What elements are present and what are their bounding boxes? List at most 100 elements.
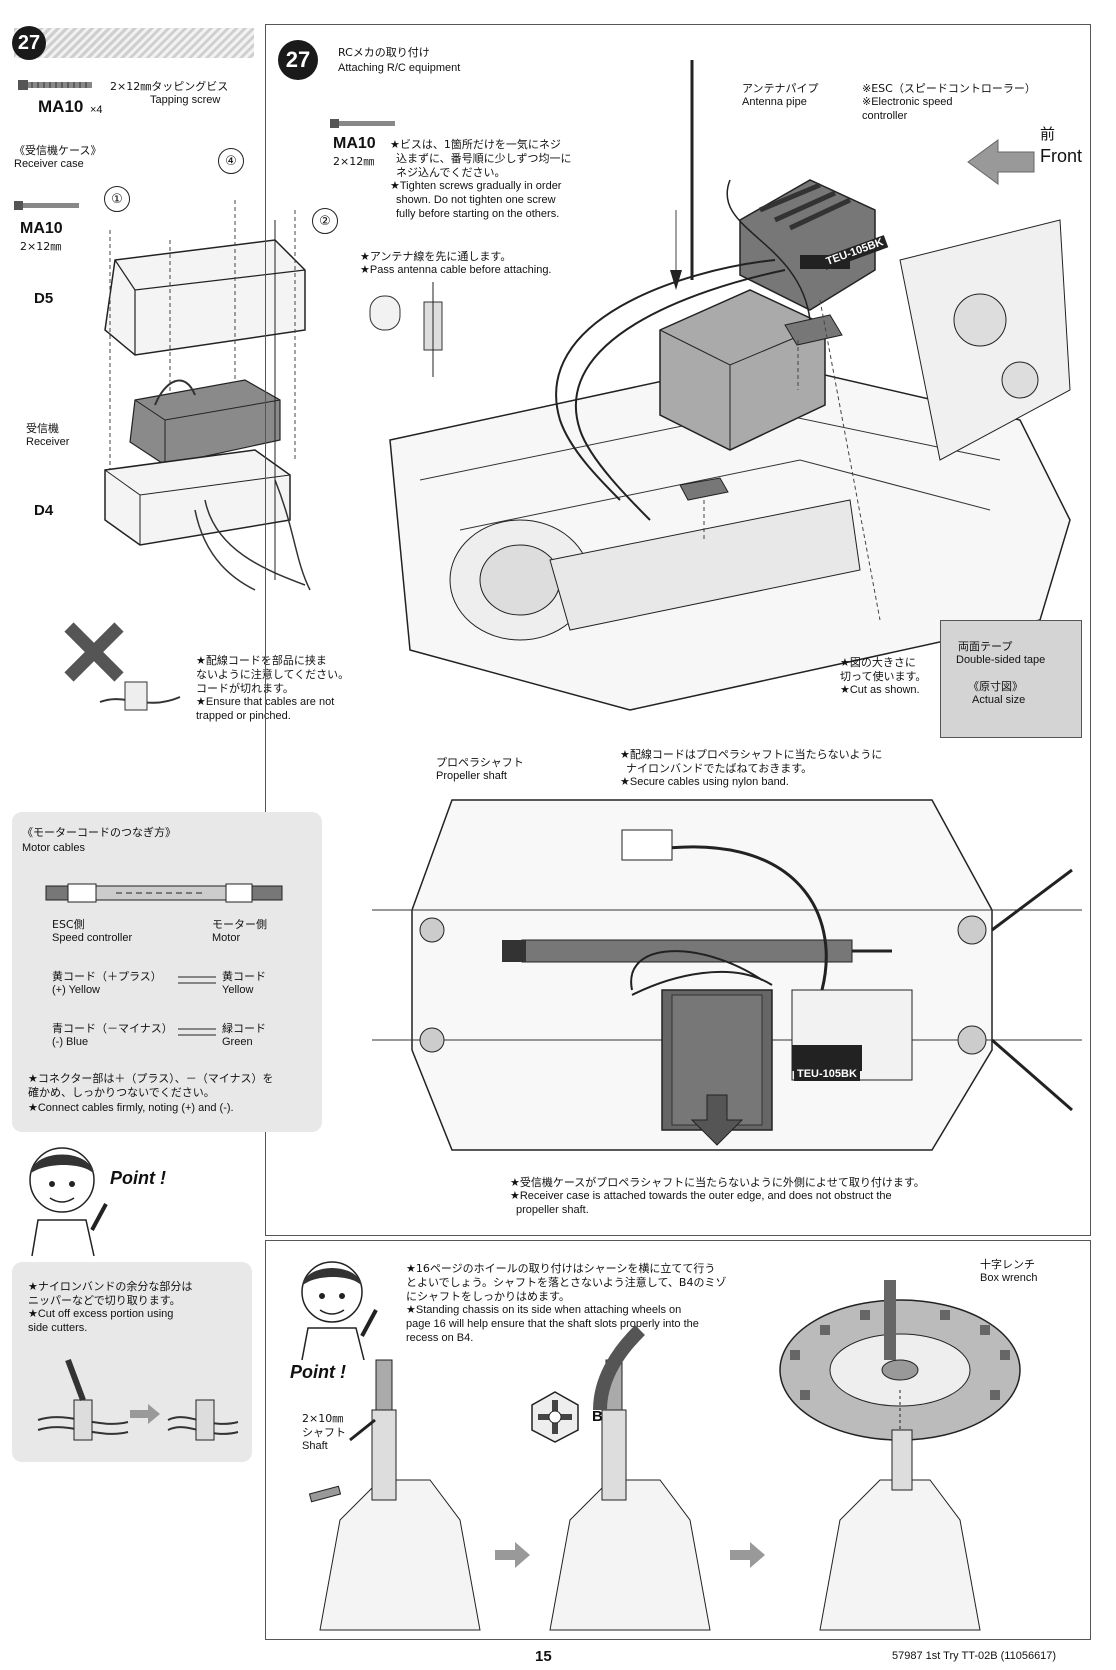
main-step-title-en: Attaching R/C equipment: [338, 62, 461, 74]
order-marker-2: ②: [312, 208, 338, 234]
yellow-plus-jp: 黄コード（＋プラス）: [52, 970, 162, 983]
screw-code-b: MA10: [333, 135, 376, 152]
tighten-note-jp-2: 込まずに、番号順に少しずつ均一に: [396, 152, 572, 165]
motor-note-en: ★Connect cables firmly, noting (+) and (…: [28, 1102, 234, 1114]
point-bottom-note-box: [396, 1256, 788, 1350]
point-label-bottom: Point !: [290, 1362, 346, 1382]
screw-size-a: 2×12㎜: [20, 240, 62, 253]
step-number-badge: 27: [12, 26, 46, 60]
b4-hex-part-icon: [531, 1391, 579, 1443]
cut-note-jp-2: 切って使います。: [840, 670, 927, 683]
step-header-bar: [14, 28, 254, 58]
actual-size-label-jp: 《原寸図》: [968, 680, 1023, 693]
blue-minus-en: (-) Blue: [52, 1036, 89, 1048]
front-direction-arrow-icon: [967, 139, 1035, 185]
tighten-note-en-2: shown. Do not tighten one screw: [396, 194, 556, 206]
no-pinch-cross-icon: [64, 622, 124, 682]
point-bottom-note-en-1: ★Standing chassis on its side when attac…: [406, 1304, 682, 1316]
receiver-label-jp: 受信機: [26, 422, 59, 435]
prop-shaft-label-jp: プロペラシャフト: [436, 756, 524, 769]
point-bottom-frame: [265, 1240, 1091, 1640]
screw-spec: 2×12㎜タッピングビス: [110, 80, 229, 93]
point-bottom-note-jp-1: ★16ページのホイールの取り付けはシャーシを横に立てて行う: [406, 1262, 716, 1275]
screw-name: Tapping screw: [150, 94, 221, 106]
document-code: 57987 1st Try TT-02B (11056617): [892, 1650, 1057, 1662]
actual-size-label-en: Actual size: [972, 694, 1026, 706]
shaft-spec: 2×10㎜: [302, 1412, 344, 1425]
point-character-illustration-left: [29, 1147, 108, 1257]
motor-connector-illustration: [45, 883, 283, 903]
blue-green-link-lines: [178, 1028, 216, 1036]
esc-label-jp: ※ESC（スピードコントローラー）: [862, 82, 1036, 95]
nylon-band-note-en: ★Secure cables using nylon band.: [620, 776, 789, 788]
part-code: MA10: [38, 97, 84, 116]
shaft-label-jp: シャフト: [302, 1426, 346, 1439]
screw-icon-a: [14, 201, 79, 210]
order-marker-1: ①: [104, 186, 130, 212]
point-left-note-en-2: side cutters.: [28, 1322, 88, 1334]
main-step-number-badge: 27: [278, 40, 318, 80]
point-character-illustration-bottom: [301, 1261, 378, 1361]
box-wrench-label-en: Box wrench: [980, 1272, 1038, 1284]
tighten-note-en-1: ★Tighten screws gradually in order: [390, 180, 562, 192]
pinch-note-en-2: trapped or pinched.: [196, 710, 291, 722]
motor-note-jp-1: ★コネクター部は＋（プラス）、－（マイナス）を: [28, 1072, 274, 1085]
receiver-label-en: Receiver: [26, 436, 70, 448]
nylon-band-cut-illustration: [37, 1358, 239, 1441]
point-bottom-note-jp-2: とよいでしょう。シャフトを落とさないよう注意して、B4のミゾ: [406, 1276, 727, 1289]
tighten-note-jp-1: ★ビスは、1箇所だけを一気にネジ: [390, 138, 561, 151]
chassis-rc-equipment-illustration: [389, 60, 1071, 711]
main-step-title-jp: RCメカの取り付け: [338, 46, 430, 59]
tighten-note-en-3: fully before starting on the others.: [396, 208, 560, 220]
point-left-note-jp-1: ★ナイロンバンドの余分な部分は: [28, 1280, 193, 1293]
pinch-note-jp-3: コードが切れます。: [196, 682, 294, 695]
actual-size-tape-box: [940, 620, 1082, 738]
point-bottom-note-en-2: page 16 will help ensure that the shaft …: [406, 1318, 699, 1330]
receiver-placement-note-en-2: propeller shaft.: [516, 1204, 589, 1216]
point-left-note-en-1: ★Cut off excess portion using: [28, 1308, 174, 1320]
receiver-case-title-en: Receiver case: [14, 158, 84, 170]
label-d4: D4: [34, 502, 54, 519]
receiver-placement-note-en-1: ★Receiver case is attached towards the o…: [510, 1190, 892, 1202]
pinched-cable-illustration: [99, 681, 181, 711]
point-bottom-note-jp-3: にシャフトをしっかりはめます。: [406, 1290, 570, 1303]
tape-label-en: Double-sided tape: [956, 654, 1046, 666]
motor-cables-title-en: Motor cables: [22, 842, 85, 854]
front-label-jp: 前: [1040, 125, 1056, 143]
screw-code-a: MA10: [20, 220, 63, 237]
receiver-placement-note-jp: ★受信機ケースがプロペラシャフトに当たらないように外側によせて取り付けます。: [510, 1176, 925, 1189]
screw-size-b: 2×12㎜: [333, 155, 375, 168]
shaft-label-en: Shaft: [302, 1440, 328, 1452]
prop-shaft-label-en: Propeller shaft: [436, 770, 507, 782]
pinch-note-jp-2: ないように注意してください。: [196, 668, 350, 681]
nylon-band-note-jp-2: ナイロンバンドでたばねておきます。: [626, 762, 813, 775]
motor-note-jp-2: 確かめ、しっかりつないでください。: [28, 1086, 215, 1099]
receiver-case-title: 《受信機ケース》: [14, 144, 102, 157]
tapping-screw-icon: [18, 80, 92, 90]
pinch-note-jp-1: ★配線コードを部品に挟ま: [196, 654, 327, 667]
antenna-pipe-label-jp: アンテナパイプ: [742, 82, 819, 95]
receiver-case-exploded-illustration: [104, 200, 311, 591]
esc-label-en-2: controller: [862, 110, 908, 122]
antenna-note-jp: ★アンテナ線を先に通します。: [360, 250, 512, 263]
cut-note-en: ★Cut as shown.: [840, 684, 920, 696]
antenna-pipe-label-en: Antenna pipe: [742, 96, 807, 108]
antenna-note-en: ★Pass antenna cable before attaching.: [360, 264, 552, 276]
yellow-motor-jp: 黄コード: [222, 970, 266, 983]
yellow-plus-en: (+) Yellow: [52, 984, 101, 996]
cut-note-jp-1: ★図の大きさに: [840, 656, 916, 669]
order-marker-4: ④: [218, 148, 244, 174]
motor-side-jp: モーター側: [212, 918, 267, 931]
blue-minus-jp: 青コード（－マイナス）: [52, 1022, 173, 1035]
point-label-left: Point !: [110, 1168, 166, 1188]
page-number: 15: [535, 1648, 552, 1665]
esc-badge-topview: TEU-105BK: [794, 1068, 860, 1081]
nylon-band-note-jp-1: ★配線コードはプロペラシャフトに当たらないように: [620, 748, 883, 761]
green-motor-en: Green: [222, 1036, 253, 1048]
box-wrench-label-jp: 十字レンチ: [980, 1258, 1035, 1271]
screw-icon-b: [330, 119, 395, 128]
motor-cables-panel: [12, 812, 322, 1132]
motor-side-en: Motor: [212, 932, 241, 944]
tighten-note-jp-3: ネジ込んでください。: [396, 166, 506, 179]
label-d5: D5: [34, 290, 54, 307]
